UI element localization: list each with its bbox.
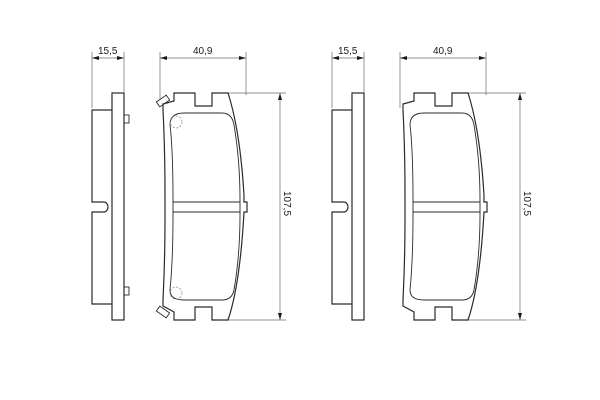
arrow-right-icon	[117, 56, 124, 60]
arrow-down-icon	[518, 313, 522, 320]
arrow-left-icon	[92, 56, 99, 60]
friction-material	[409, 112, 481, 301]
thickness-label: 15,5	[338, 46, 358, 57]
backing-plate	[111, 92, 125, 321]
pad-1-front-view: 40,9 107,5	[155, 46, 292, 321]
height-label: 107,5	[281, 191, 292, 216]
width-label: 40,9	[433, 46, 453, 57]
arrow-right-icon	[357, 56, 364, 60]
arrow-up-icon	[518, 93, 522, 100]
pad-2-side-view: 15,5	[331, 46, 365, 321]
height-label: 107,5	[521, 191, 532, 216]
clip-top	[123, 114, 130, 124]
clip-tab	[155, 305, 171, 319]
thickness-label: 15,5	[98, 46, 118, 57]
pad-2-front-view: 40,9 107,5	[399, 46, 532, 321]
clip-tab	[155, 94, 171, 108]
arrow-left-icon	[332, 56, 339, 60]
arrow-right-icon	[479, 56, 486, 60]
arrow-left-icon	[400, 56, 407, 60]
friction-material	[91, 109, 112, 305]
backing-plate-outline	[402, 92, 488, 321]
arrow-up-icon	[278, 93, 282, 100]
clip-hole-icon	[169, 286, 183, 300]
width-label: 40,9	[193, 46, 213, 57]
friction-material	[331, 109, 352, 305]
friction-material	[169, 112, 241, 301]
wear-sensor-clip-top	[155, 94, 183, 129]
backing-plate	[351, 92, 365, 321]
clip-bottom	[123, 286, 130, 296]
arrow-right-icon	[239, 56, 246, 60]
clip-hole-icon	[169, 115, 183, 129]
arrow-down-icon	[278, 313, 282, 320]
pad-1-side-view: 15,5	[91, 46, 130, 321]
backing-plate-outline	[162, 92, 248, 321]
wear-sensor-clip-bottom	[155, 286, 183, 319]
arrow-left-icon	[160, 56, 167, 60]
